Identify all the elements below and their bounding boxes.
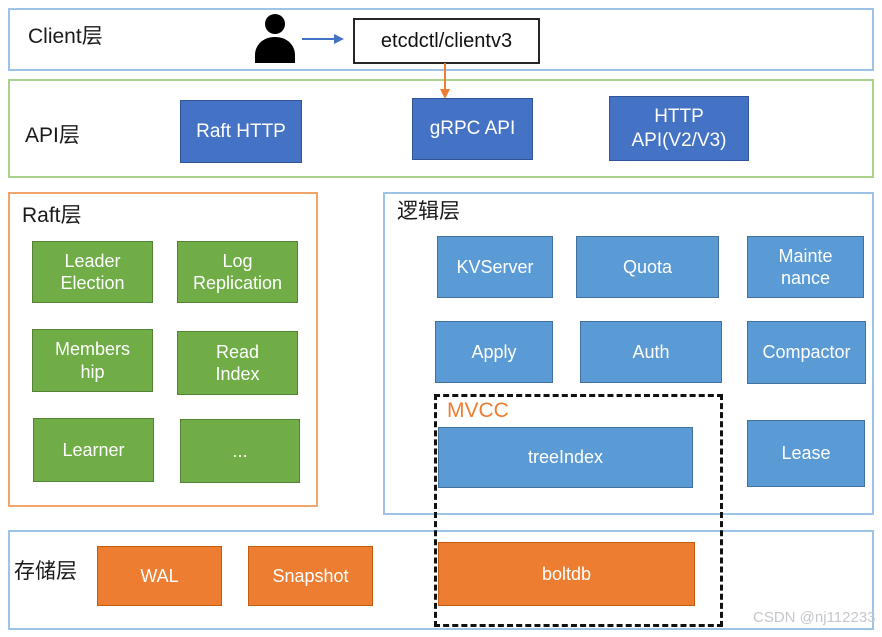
quota-box: Quota <box>576 236 719 298</box>
mvcc-label: MVCC <box>447 399 509 422</box>
user-icon <box>255 14 295 63</box>
maintenance-box: Mainte nance <box>747 236 864 298</box>
logic-layer-label: 逻辑层 <box>397 200 460 223</box>
log-replication-box: Log Replication <box>177 241 298 303</box>
learner-box: Learner <box>33 418 154 482</box>
raft-layer <box>8 192 318 507</box>
compactor-box: Compactor <box>747 321 866 384</box>
apply-box: Apply <box>435 321 553 383</box>
membership-box: Members hip <box>32 329 153 392</box>
kvserver-box: KVServer <box>437 236 553 298</box>
client-layer-label: Client层 <box>28 25 103 48</box>
client-layer <box>8 8 874 71</box>
etcdctl-clientv3-box: etcdctl/clientv3 <box>353 18 540 64</box>
api-layer-label: API层 <box>25 124 80 147</box>
watermark: CSDN @nj112233 <box>753 609 876 626</box>
snapshot-box: Snapshot <box>248 546 373 606</box>
grpc-api-box: gRPC API <box>412 98 533 160</box>
arrow-down-icon <box>440 63 450 99</box>
boltdb-box: boltdb <box>438 542 695 606</box>
api-layer <box>8 79 874 178</box>
wal-box: WAL <box>97 546 222 606</box>
treeindex-box: treeIndex <box>438 427 693 488</box>
raft-layer-label: Raft层 <box>22 204 82 227</box>
raft-http-box: Raft HTTP <box>180 100 302 163</box>
mvcc-dashed-box <box>434 394 723 627</box>
lease-box: Lease <box>747 420 865 487</box>
http-api-box: HTTP API(V2/V3) <box>609 96 749 161</box>
arrow-right-icon <box>302 34 344 44</box>
read-index-box: Read Index <box>177 331 298 395</box>
leader-election-box: Leader Election <box>32 241 153 303</box>
raft-more-box: ... <box>180 419 300 483</box>
storage-layer <box>8 530 874 630</box>
auth-box: Auth <box>580 321 722 383</box>
storage-layer-label: 存储层 <box>14 560 77 583</box>
logic-layer <box>383 192 874 515</box>
